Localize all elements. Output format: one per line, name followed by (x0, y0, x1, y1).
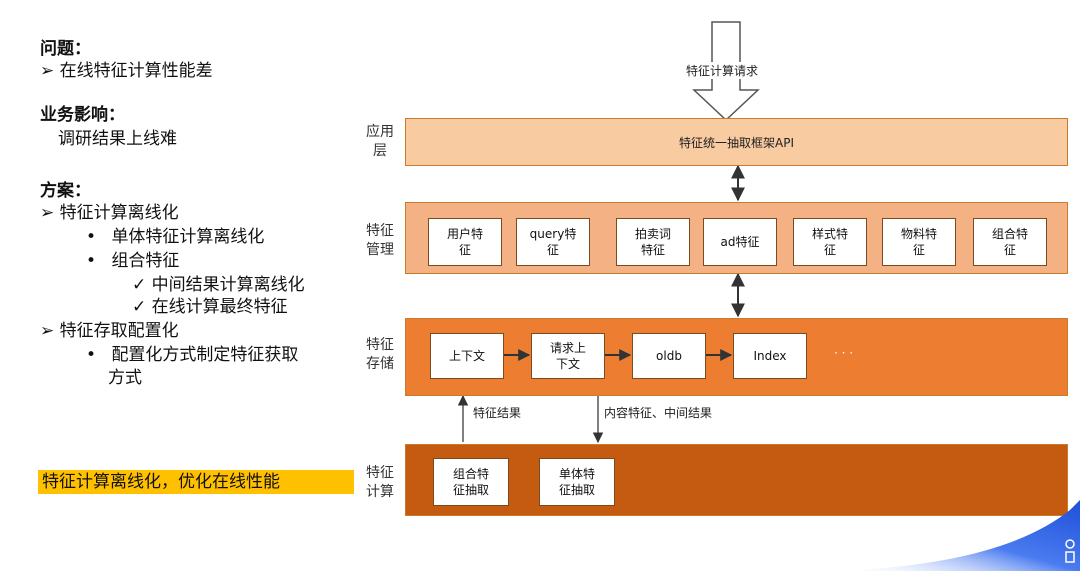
check-bullet-icon: ✓ (132, 297, 147, 317)
problem-title: 问题： (40, 39, 91, 59)
app-layer: 特征统一抽取框架API (405, 118, 1068, 166)
feature-box-combined: 组合特征 (973, 218, 1047, 266)
compute-box-single: 单体特征抽取 (539, 458, 615, 506)
check-bullet-icon: ✓ (132, 275, 147, 295)
plan-subitem: • 配置化方式制定特征获取 (86, 345, 299, 365)
arrow-bullet-icon: ➢ (40, 321, 55, 341)
plan-subitem: • 单体特征计算离线化 (86, 227, 265, 247)
dot-bullet-icon: • (86, 251, 97, 271)
layer-label-app: 应用层 (366, 124, 394, 159)
impact-title: 业务影响： (40, 105, 125, 125)
storage-box-request-context: 请求上下文 (531, 333, 605, 379)
feature-compute-layer (405, 444, 1068, 516)
plan-subsubitem: ✓ 中间结果计算离线化 (132, 275, 305, 295)
compute-box-combined: 组合特征抽取 (433, 458, 509, 506)
layer-label-compute: 特征计算 (366, 465, 394, 500)
api-label: 特征统一抽取框架API (679, 136, 794, 150)
plan-subitem-cont: 方式 (108, 368, 142, 388)
corner-logo-icon (830, 500, 1080, 571)
feature-box-material: 物料特征 (882, 218, 956, 266)
feature-box-ad: ad特征 (703, 218, 777, 266)
feature-box-style: 样式特征 (793, 218, 867, 266)
arrow-bullet-icon: ➢ (40, 203, 55, 223)
storage-more-label: · · · (834, 346, 854, 360)
feature-box-auction-word: 拍卖词特征 (616, 218, 690, 266)
arrow-bullet-icon: ➢ (40, 61, 55, 81)
plan-subsubitem: ✓ 在线计算最终特征 (132, 297, 288, 317)
feature-box-user: 用户特征 (428, 218, 502, 266)
layer-label-mgmt: 特征管理 (366, 223, 394, 258)
plan-subitem: • 组合特征 (86, 251, 180, 271)
storage-box-context: 上下文 (430, 333, 504, 379)
problem-item: ➢ 在线特征计算性能差 (40, 61, 213, 81)
plan-item: ➢ 特征计算离线化 (40, 203, 179, 223)
dot-bullet-icon: • (86, 345, 97, 365)
impact-item: 调研结果上线难 (58, 129, 177, 149)
layer-label-storage: 特征存储 (366, 337, 394, 372)
plan-item: ➢ 特征存取配置化 (40, 321, 179, 341)
feature-box-query: query特征 (516, 218, 590, 266)
plan-title: 方案： (40, 181, 91, 201)
storage-box-index: Index (733, 333, 807, 379)
highlight-summary: 特征计算离线化，优化在线性能 (38, 470, 354, 494)
storage-box-oldb: oldb (632, 333, 706, 379)
feature-result-label: 特征结果 (473, 406, 522, 420)
content-feature-label: 内容特征、中间结果 (604, 406, 713, 420)
dot-bullet-icon: • (86, 227, 97, 247)
request-label: 特征计算请求 (686, 62, 759, 79)
